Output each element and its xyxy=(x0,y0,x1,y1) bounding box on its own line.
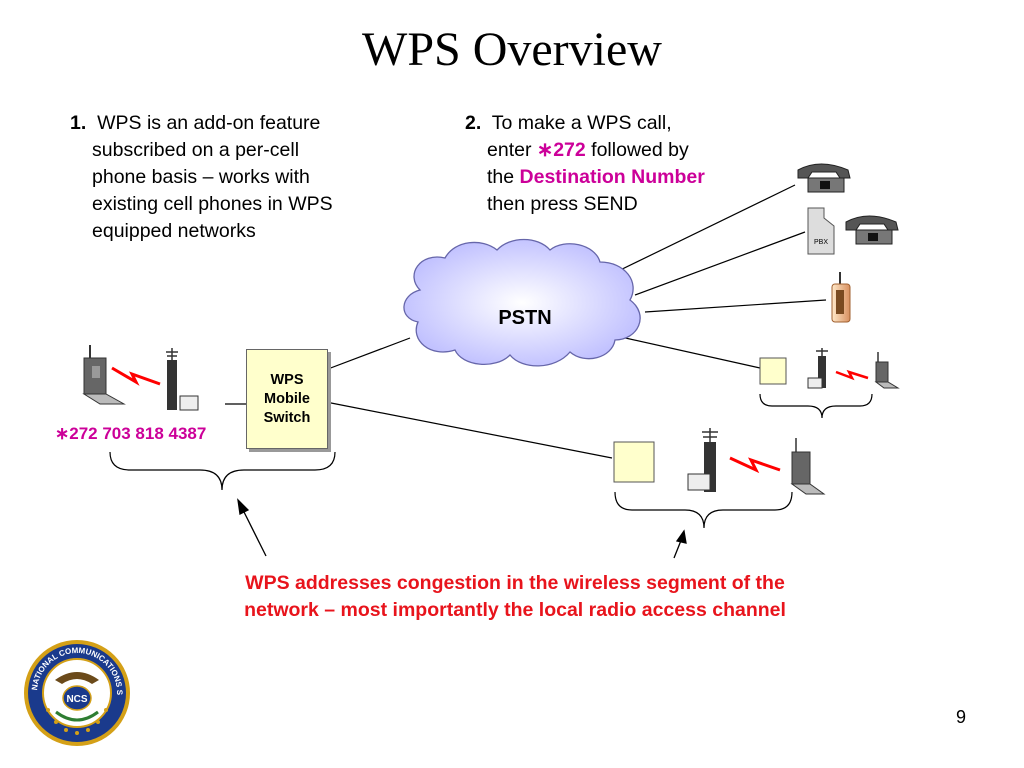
wps-code: ∗272 xyxy=(536,139,586,161)
line-pstn-to-cellphone xyxy=(644,299,827,313)
base-station-2 xyxy=(613,428,826,495)
brace-left xyxy=(109,451,336,491)
arrow-left xyxy=(241,507,267,557)
followed-text: followed by xyxy=(585,139,689,161)
cell-phone-icon xyxy=(82,345,126,405)
note-line-2: network – most importantly the local rad… xyxy=(244,599,786,621)
line-switch-to-pstn xyxy=(319,337,411,373)
cell-tower-icon xyxy=(166,348,199,411)
pstn-cloud xyxy=(403,238,641,367)
point-1-line-3: phone basis – works with xyxy=(92,166,310,188)
point-2-number: 2. xyxy=(465,112,482,134)
dial-string: ∗272 703 818 4387 xyxy=(55,424,207,443)
slide-title: WPS Overview xyxy=(362,23,662,76)
point-1: 1. WPS is an add-on feature subscribed o… xyxy=(70,110,333,245)
destination-number: Destination Number xyxy=(519,166,705,188)
point-2-line-1: To make a WPS call, xyxy=(491,112,672,134)
switch-line-2: Mobile xyxy=(264,390,310,407)
desk-phone-2-icon xyxy=(845,215,899,245)
desk-phone-icon xyxy=(797,163,851,193)
point-2: 2. To make a WPS call, enter ∗272 follow… xyxy=(465,110,705,218)
seal-center-text: NCS xyxy=(66,694,87,705)
arrow-right-head xyxy=(675,529,687,544)
note-line-1: WPS addresses congestion in the wireless… xyxy=(245,572,785,594)
connection-lines xyxy=(225,184,827,459)
point-1-line-5: equipped networks xyxy=(92,220,256,242)
seal-ring-text: NATIONAL COMMUNICATIONS SYSTEM xyxy=(0,0,124,696)
radio-link-icon xyxy=(111,366,161,386)
base-station-1 xyxy=(759,348,900,389)
note-arrows xyxy=(237,498,687,559)
point-2-line-3: the Destination Number xyxy=(465,164,705,191)
arrow-left-head xyxy=(237,498,250,515)
pstn-label: PSTN xyxy=(498,307,551,329)
switch-line-1: WPS xyxy=(270,371,304,388)
congestion-note: WPS addresses congestion in the wireless… xyxy=(170,570,860,624)
ncs-seal-logo: NATIONAL COMMUNICATIONS SYSTEM NCS xyxy=(0,0,130,746)
the-text: the xyxy=(487,166,520,188)
page-number: 9 xyxy=(955,707,966,727)
enter-text: enter xyxy=(487,139,537,161)
line-switch-to-bs-2 xyxy=(325,401,613,459)
pbx-icon: PBX xyxy=(807,207,835,255)
point-2-line-4: then press SEND xyxy=(487,193,638,215)
brace-right-1 xyxy=(759,393,873,419)
wps-mobile-switch: WPS Mobile Switch xyxy=(246,349,328,449)
mobile-phone-icon xyxy=(831,272,851,323)
pbx-label: PBX xyxy=(814,239,828,246)
point-1-number: 1. xyxy=(70,112,87,134)
point-2-line-2: enter ∗272 followed by xyxy=(465,137,705,164)
point-1-line-2: subscribed on a per-cell xyxy=(92,139,300,161)
switch-line-3: Switch xyxy=(263,409,311,426)
line-pstn-to-pbx xyxy=(634,231,806,296)
point-1-line-1: WPS is an add-on feature xyxy=(97,112,321,134)
line-pstn-to-bs-1 xyxy=(611,334,761,369)
brace-right-2 xyxy=(614,491,793,529)
point-1-line-4: existing cell phones in WPS xyxy=(92,193,333,215)
wps-switch-label: WPS Mobile Switch xyxy=(264,371,311,428)
line-pstn-to-phone xyxy=(609,184,796,276)
